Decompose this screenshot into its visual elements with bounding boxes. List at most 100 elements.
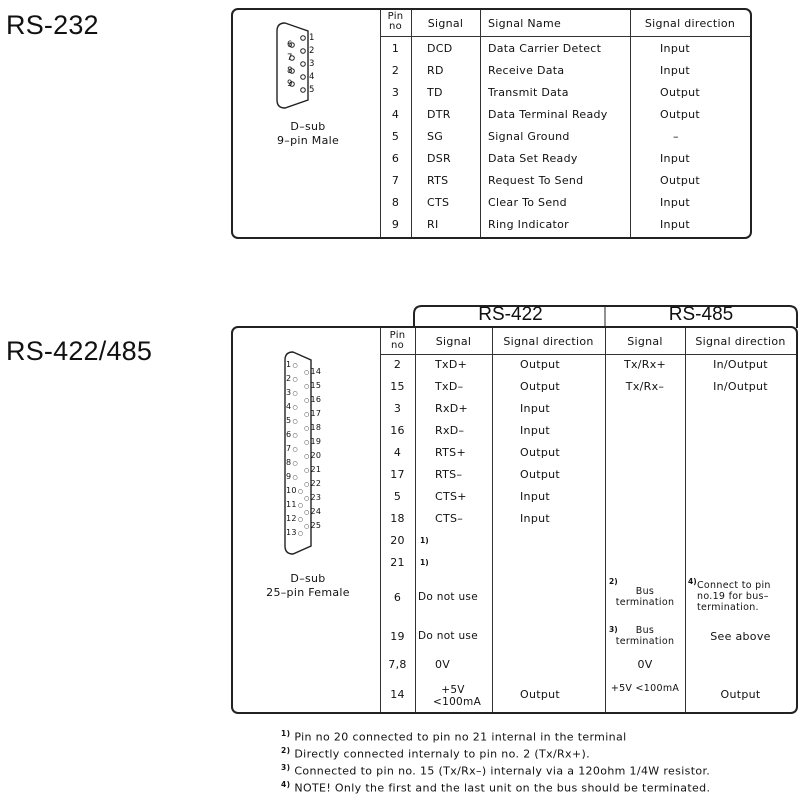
rs485-col-line xyxy=(415,328,416,712)
rs485-row-pin: 4 xyxy=(393,446,402,459)
rs485-row-signal-485: Bus termination xyxy=(615,625,675,647)
pin-hole-icon: ○ xyxy=(292,474,298,481)
footnote-mark: 1) xyxy=(420,536,429,545)
rs232-row-signal: SG xyxy=(427,130,444,143)
db25-pin-label: ○15 xyxy=(304,381,322,390)
rs232-row-pin: 8 xyxy=(391,196,400,209)
rs485-row-signal-422: TxD+ xyxy=(435,358,468,371)
rs485-row-pin: 15 xyxy=(390,380,405,393)
pin-hole-icon: ○ xyxy=(297,488,304,495)
rs232-row-pin: 2 xyxy=(391,64,400,77)
rs485-row-direction-422: Input xyxy=(520,424,550,437)
db25-pin-label: 6○ xyxy=(286,430,298,439)
db25-pin-label: 13○ xyxy=(286,528,304,537)
pin-hole-icon: ○ xyxy=(292,362,298,369)
pin-hole-icon: ○ xyxy=(297,502,304,509)
rs485-col-line xyxy=(492,328,493,712)
rs485-row-signal-422: RTS+ xyxy=(435,446,466,459)
rs232-row-name: Clear To Send xyxy=(488,196,567,209)
rs232-row-name: Data Terminal Ready xyxy=(488,108,608,121)
db25-pin-label: 1○ xyxy=(286,360,298,369)
rs232-row-pin: 5 xyxy=(391,130,400,143)
db25-pin-label: ○25 xyxy=(304,521,322,530)
rs232-row-signal: TD xyxy=(427,86,443,99)
rs485-row-pin: 3 xyxy=(393,402,402,415)
rs485-row-pin: 7,8 xyxy=(388,658,407,671)
pin-hole-icon: ○ xyxy=(304,495,310,502)
rs485-row-signal-485: +5V <100mA xyxy=(610,683,680,694)
footnote-mark: 1) xyxy=(420,558,429,567)
rs485-row-pin: 18 xyxy=(390,512,405,525)
pin-hole-icon: ○ xyxy=(304,467,310,474)
db25-pin-label: ○22 xyxy=(304,479,322,488)
db25-pin-label: ○21 xyxy=(304,465,322,474)
rs485-row-pin: 2 xyxy=(393,358,402,371)
rs232-row-signal: DTR xyxy=(427,108,451,121)
db25-pin-label: 8○ xyxy=(286,458,298,467)
pin-hole-icon: ○ xyxy=(304,397,310,404)
rs232-col-line xyxy=(480,10,481,237)
rs485-header-pin: Pin xyxy=(389,330,406,341)
rs485-row-pin: 17 xyxy=(390,468,405,481)
rs485-row-signal-422: +5V <100mA xyxy=(433,684,482,708)
rs232-row-direction: Input xyxy=(660,64,690,77)
rs485-row-pin: 21 xyxy=(390,556,405,569)
rs485-row-signal-422: Do not use xyxy=(418,630,478,642)
footnote-mark: 3) xyxy=(609,625,618,634)
rs232-row-name: Receive Data xyxy=(488,64,565,77)
rs232-row-name: Signal Ground xyxy=(488,130,570,143)
rs485-header-signal-422: Signal xyxy=(435,335,472,348)
rs485-row-signal-422: TxD– xyxy=(435,380,464,393)
rs232-header-pin: Pin xyxy=(387,11,404,22)
rs232-row-direction: Output xyxy=(660,86,701,99)
rs485-row-signal-485: Tx/Rx+ xyxy=(623,358,667,371)
rs485-row-signal-422: RTS– xyxy=(435,468,463,481)
rs232-row-signal: DCD xyxy=(427,42,453,55)
db25-connector-label: D–sub 25–pin Female xyxy=(266,572,350,599)
rs485-col-line xyxy=(380,328,381,712)
rs232-row-direction: Output xyxy=(660,108,701,121)
footnote-mark: 4) xyxy=(688,577,697,586)
rs485-row-signal-422: RxD+ xyxy=(435,402,469,415)
rs232-row-signal: DSR xyxy=(427,152,451,165)
pin-hole-icon: ○ xyxy=(304,481,310,488)
rs485-header-line xyxy=(380,354,796,355)
rs485-row-signal-422: RxD– xyxy=(435,424,465,437)
rs485-row-direction-485: Connect to pin no.19 for bus– terminatio… xyxy=(697,580,771,613)
rs232-row-pin: 1 xyxy=(391,42,400,55)
db9-connector-drawing xyxy=(276,22,309,109)
pin-hole-icon: ○ xyxy=(297,516,304,523)
rs232-row-signal: RI xyxy=(427,218,439,231)
rs485-row-direction-422: Output xyxy=(520,380,561,393)
group-rs485: RS-485 xyxy=(668,304,734,325)
pin-hole-icon: ○ xyxy=(297,530,304,537)
rs232-col-line xyxy=(411,10,412,237)
rs232-row-pin: 7 xyxy=(391,174,400,187)
footnote-1: 1)Pin no 20 connected to pin no 21 inter… xyxy=(281,729,627,744)
rs485-row-pin: 5 xyxy=(393,490,402,503)
rs485-row-signal-422: CTS– xyxy=(435,512,464,525)
rs485-row-direction-485: See above xyxy=(710,630,771,643)
pin-hole-icon: ○ xyxy=(304,369,310,376)
pin-hole-icon: ○ xyxy=(304,425,310,432)
rs485-header-direction-485: Signal direction xyxy=(695,335,786,348)
footnote-4: 4)NOTE! Only the first and the last unit… xyxy=(281,780,711,795)
rs485-row-pin: 20 xyxy=(390,534,405,547)
rs422485-heading: RS-422/485 xyxy=(6,336,153,366)
db25-pin-label: 10○ xyxy=(286,486,304,495)
db25-pin-label: 5○ xyxy=(286,416,298,425)
rs232-row-direction: Input xyxy=(660,218,690,231)
rs485-row-signal-485: 0V xyxy=(637,658,653,671)
rs485-row-direction-422: Input xyxy=(520,512,550,525)
rs232-row-direction: Input xyxy=(660,42,690,55)
rs232-header-pin-no: no xyxy=(388,21,403,32)
rs232-row-direction: Input xyxy=(660,196,690,209)
rs232-row-pin: 4 xyxy=(391,108,400,121)
pin-hole-icon: ○ xyxy=(304,411,310,418)
footnote-2: 2)Directly connected internaly to pin no… xyxy=(281,746,590,761)
db25-pin-label: 12○ xyxy=(286,514,304,523)
db9-pin-label: 2 xyxy=(309,46,315,56)
rs485-row-pin: 16 xyxy=(390,424,405,437)
rs485-row-direction-422: Output xyxy=(520,468,561,481)
rs485-row-pin: 6 xyxy=(393,591,402,604)
